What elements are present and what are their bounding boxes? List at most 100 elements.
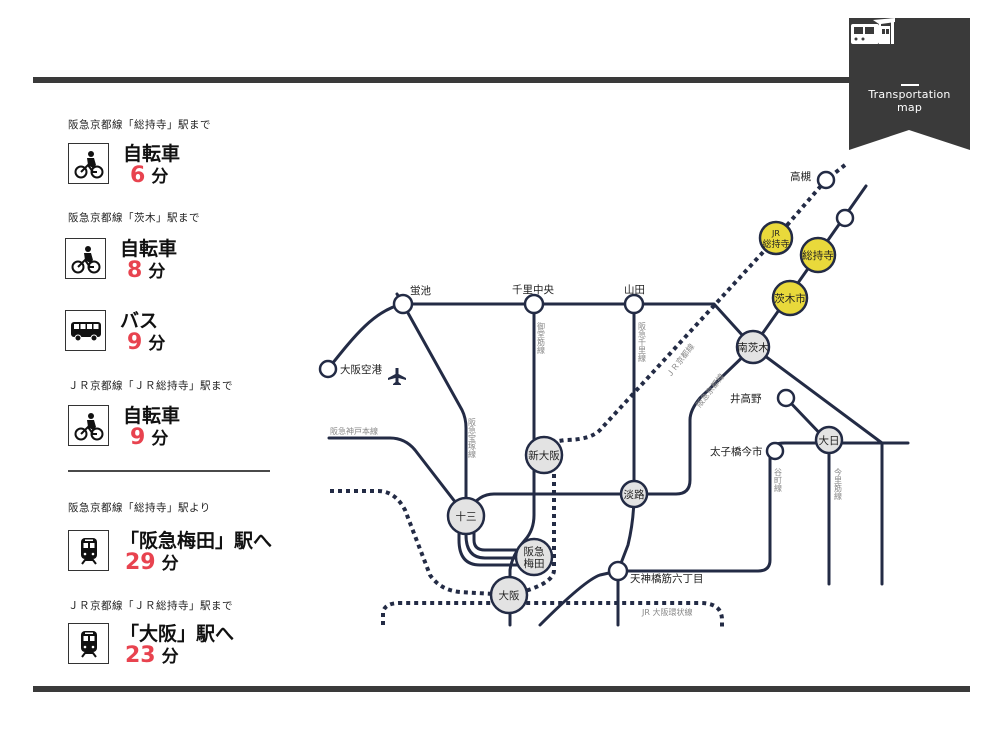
line-monorail-airport xyxy=(326,302,405,371)
station-minami-ibaraki xyxy=(735,329,771,365)
line-juso-umeda-1 xyxy=(457,514,521,567)
line-jr-loop xyxy=(381,601,724,630)
station-idakano xyxy=(776,388,796,408)
minutes-unit: 分 xyxy=(161,647,179,667)
station-takatsuki xyxy=(816,170,836,190)
label-yamada: 山田 xyxy=(624,284,645,296)
station-ibarakishi xyxy=(771,279,809,317)
access-mode: 自転車 xyxy=(123,405,181,427)
minutes-unit: 分 xyxy=(151,429,169,449)
label-ibarakishi: 茨木市 xyxy=(774,292,806,305)
label-sojiji: 総持寺 xyxy=(802,249,834,262)
station-yamada xyxy=(623,293,645,315)
access-caption: ＪＲ京都線「ＪＲ総持寺」駅まで xyxy=(68,380,233,392)
top-divider xyxy=(33,77,970,83)
airplane-icon xyxy=(388,368,406,385)
train-icon xyxy=(68,530,109,571)
route-caption: 阪急京都線「総持寺」駅より xyxy=(68,502,211,514)
label-tanimachi-line: 谷町線 xyxy=(774,468,783,492)
section-divider xyxy=(68,470,270,472)
bicycle-icon xyxy=(68,143,109,184)
label-osaka: 大阪 xyxy=(499,589,520,602)
station-senri-chuo xyxy=(523,293,545,315)
access-minutes: 8 xyxy=(127,258,143,283)
line-jr-kobe xyxy=(330,489,511,597)
bicycle-icon xyxy=(68,405,109,446)
label-tenroku: 天神橋筋六丁目 xyxy=(630,572,704,585)
station-osaka xyxy=(489,575,529,615)
label-dainichi: 大日 xyxy=(819,434,840,447)
line-tanimachi xyxy=(616,441,831,573)
station-hankyu-umeda xyxy=(514,537,554,577)
access-mode: 自転車 xyxy=(120,238,178,260)
label-taishibashi: 太子橋今市 xyxy=(710,445,763,458)
minutes-unit: 分 xyxy=(161,554,179,574)
station-sojiji xyxy=(799,236,837,274)
label-imazatosuji-line: 今里筋線 xyxy=(834,467,843,500)
bus-icon xyxy=(65,310,106,351)
label-jr-sojiji-2: 総持寺 xyxy=(762,238,789,250)
line-hankyu-takarazuka xyxy=(401,302,468,518)
label-hankyu-umeda-2: 梅田 xyxy=(524,557,545,570)
transportation-map-banner: Transportation map xyxy=(849,18,970,150)
label-awaji: 淡路 xyxy=(624,488,645,501)
station-unnamed-north xyxy=(835,208,855,228)
label-hankyu-umeda-1: 阪急 xyxy=(524,545,545,558)
line-juso-umeda-3 xyxy=(472,514,521,552)
label-hankyu-kyoto-line: 阪急京都線 xyxy=(694,372,727,410)
access-mode: バス xyxy=(120,310,159,332)
access-minutes: 6 xyxy=(130,163,146,188)
bicycle-icon xyxy=(65,238,106,279)
station-jr-sojiji xyxy=(758,220,794,256)
banner-title: Transportation map xyxy=(849,88,970,114)
access-caption: 阪急京都線「茨木」駅まで xyxy=(68,212,200,224)
label-hankyu-takarazuka-line: 阪急宝塚線 xyxy=(468,418,477,458)
route-minutes: 23 xyxy=(125,643,156,668)
station-dainichi xyxy=(814,425,844,455)
minutes-unit: 分 xyxy=(148,262,166,282)
line-monorail-main xyxy=(401,302,755,349)
route-destination: 「大阪」駅へ xyxy=(120,623,235,645)
station-juso xyxy=(446,496,486,536)
line-jr-kyoto-osaka xyxy=(509,458,556,597)
label-jr-kyoto-line: ＪＲ京都線 xyxy=(664,342,697,380)
access-minutes: 9 xyxy=(127,330,143,355)
label-idakano: 井高野 xyxy=(730,392,762,405)
label-hankyu-kobe-line: 阪急神戸本線 xyxy=(330,426,378,436)
label-shin-osaka: 新大阪 xyxy=(528,449,560,462)
banner-title-line2: map xyxy=(896,101,923,114)
label-osaka-airport: 大阪空港 xyxy=(340,363,382,376)
label-senri-chuo: 千里中央 xyxy=(512,283,554,296)
access-minutes: 9 xyxy=(130,425,146,450)
label-jr-sojiji-1: JR xyxy=(771,229,780,238)
banner-dash xyxy=(901,84,919,86)
line-jr-kyoto xyxy=(533,163,847,447)
label-jr-loop-line: JR 大阪環状線 xyxy=(641,607,692,617)
line-diagonal xyxy=(538,569,620,627)
label-hankyu-senri-line: 阪急千里線 xyxy=(638,322,647,362)
station-hotarugaike xyxy=(392,293,414,315)
line-hankyu-kyoto xyxy=(464,345,755,518)
station-osaka-airport xyxy=(318,359,338,379)
line-hankyu-kobe xyxy=(327,436,468,518)
banner-title-line1: Transportation xyxy=(868,88,951,101)
train-icon xyxy=(68,623,109,664)
station-taishibashi xyxy=(765,441,785,461)
access-mode: 自転車 xyxy=(123,143,181,165)
label-minami-ibaraki: 南茨木 xyxy=(737,341,769,354)
label-juso: 十三 xyxy=(456,510,477,523)
line-monorail-south xyxy=(751,345,884,586)
minutes-unit: 分 xyxy=(151,167,169,187)
station-tenroku xyxy=(607,560,629,582)
train-station-icon xyxy=(851,18,895,44)
label-hotarugaike: 蛍池 xyxy=(410,284,431,297)
minutes-unit: 分 xyxy=(148,334,166,354)
route-caption: ＪＲ京都線「ＪＲ総持寺」駅まで xyxy=(68,600,233,612)
access-caption: 阪急京都線「総持寺」駅まで xyxy=(68,119,211,131)
route-minutes: 29 xyxy=(125,550,156,575)
label-midosuji-line: 御堂筋線 xyxy=(537,321,546,354)
bottom-divider xyxy=(33,686,970,692)
line-hankyu-senri xyxy=(616,302,636,573)
label-takatsuki: 高槻 xyxy=(790,170,811,183)
